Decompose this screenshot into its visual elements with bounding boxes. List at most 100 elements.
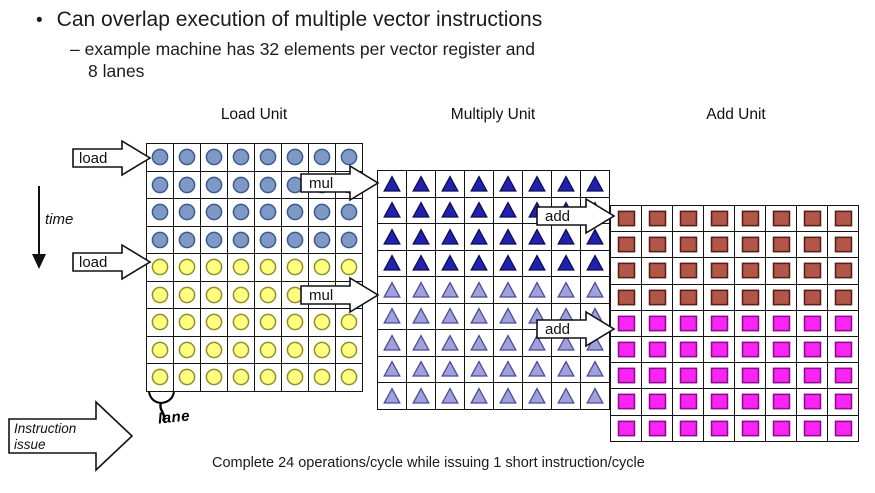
vector-element-cell [282, 309, 308, 336]
circle-element-icon [259, 286, 277, 304]
circle-element-icon [259, 313, 277, 331]
vector-element-cell [436, 330, 464, 356]
square-element-icon [772, 210, 790, 227]
square-element-icon [772, 393, 790, 410]
vector-element-cell [766, 284, 796, 310]
square-element-icon [679, 393, 697, 410]
triangle-element-icon [528, 174, 546, 192]
square-element-icon [803, 315, 821, 332]
vector-element-cell [735, 389, 765, 415]
square-element-icon [679, 210, 697, 227]
circle-element-icon [259, 203, 277, 221]
square-element-icon [710, 263, 728, 279]
vector-element-cell [255, 226, 281, 253]
vector-element-cell [282, 226, 308, 253]
circle-element-icon [232, 231, 250, 249]
vector-element-cell [766, 206, 796, 232]
vector-element-cell [523, 277, 551, 303]
square-element-icon [710, 393, 728, 410]
vector-element-cell [494, 277, 522, 303]
square-element-icon [617, 210, 635, 227]
vector-element-cell [642, 284, 672, 310]
vector-element-cell [581, 356, 609, 382]
circle-element-icon [232, 313, 250, 331]
vector-element-cell [255, 171, 281, 198]
triangle-element-icon [441, 174, 459, 192]
triangle-element-icon [499, 227, 517, 245]
time-arrowhead-icon [32, 254, 46, 269]
triangle-element-icon [383, 333, 401, 351]
vector-element-cell [766, 310, 796, 336]
block-arrow-shape [536, 310, 616, 348]
square-element-icon [710, 210, 728, 227]
vector-element-cell [174, 309, 200, 336]
vector-element-cell [766, 258, 796, 284]
circle-element-icon [151, 231, 169, 249]
circle-element-icon [178, 368, 196, 386]
square-element-icon [679, 263, 697, 279]
vector-element-cell [704, 415, 734, 441]
vector-element-cell [552, 356, 580, 382]
vector-element-cell [797, 363, 827, 389]
vector-element-cell [201, 226, 227, 253]
vector-element-cell [228, 144, 254, 171]
circle-element-icon [259, 148, 277, 166]
triangle-element-icon [470, 254, 488, 271]
vector-element-cell [704, 310, 734, 336]
vector-element-cell [642, 415, 672, 441]
circle-element-icon [286, 148, 304, 166]
vector-element-cell [407, 171, 435, 197]
vector-element-cell [797, 232, 827, 258]
circle-element-icon [232, 286, 250, 304]
vector-element-cell [797, 415, 827, 441]
triangle-element-icon [383, 201, 401, 218]
vector-element-cell [828, 389, 858, 415]
load-arrow-first: load [72, 139, 152, 177]
block-arrow-shape [300, 164, 380, 202]
triangle-element-icon [441, 254, 459, 271]
vector-element-cell [228, 281, 254, 308]
triangle-element-icon [412, 360, 430, 377]
square-element-icon [803, 420, 821, 437]
load-arrow-second: load [72, 243, 152, 281]
vector-element-cell [436, 250, 464, 276]
vector-element-cell [201, 199, 227, 226]
vector-element-cell [673, 206, 703, 232]
vector-element-cell [336, 199, 362, 226]
vector-element-cell [611, 284, 641, 310]
vector-element-cell [673, 415, 703, 441]
vector-element-cell [255, 364, 281, 391]
circle-element-icon [205, 231, 223, 249]
lane-brace [148, 391, 175, 422]
triangle-element-icon [557, 254, 575, 271]
circle-element-icon [340, 368, 358, 386]
vector-element-cell [174, 199, 200, 226]
vector-element-cell [407, 277, 435, 303]
circle-element-icon [340, 203, 358, 221]
triangle-element-icon [412, 280, 430, 298]
vector-element-cell [735, 336, 765, 363]
circle-element-icon [178, 203, 196, 221]
vector-element-cell [523, 356, 551, 382]
circle-element-icon [232, 341, 250, 359]
circle-element-icon [151, 286, 169, 304]
square-element-icon [772, 263, 790, 279]
circle-element-icon [205, 286, 223, 304]
vector-element-cell [611, 258, 641, 284]
vector-element-cell [436, 171, 464, 197]
arrow-label-mul-1: mul [309, 175, 333, 192]
triangle-element-icon [499, 386, 517, 404]
vector-element-cell [465, 383, 493, 409]
circle-element-icon [259, 368, 277, 386]
title-text: Can overlap execution of multiple vector… [56, 8, 543, 31]
triangle-element-icon [557, 360, 575, 377]
subtitle-line-1: – example machine has 32 elements per ve… [70, 39, 535, 60]
triangle-element-icon [528, 333, 546, 351]
vector-element-cell [523, 171, 551, 197]
mul-arrow-first: mul [300, 164, 380, 202]
triangle-element-icon [441, 280, 459, 298]
vector-element-cell [407, 197, 435, 223]
triangle-element-icon [557, 333, 575, 351]
vector-element-cell [611, 206, 641, 232]
square-element-icon [834, 236, 852, 253]
